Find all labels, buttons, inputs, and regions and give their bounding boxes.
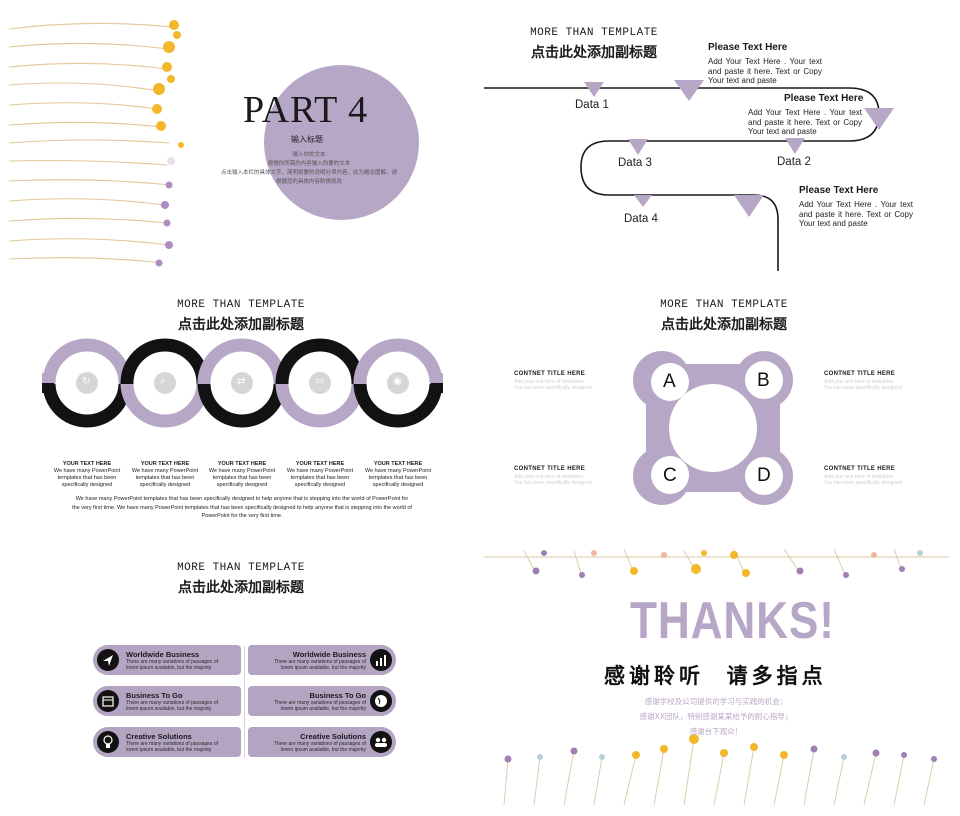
heading-cn: 点击此处添加副标题 <box>531 45 657 61</box>
heading-cn: 点击此处添加副标题 <box>178 317 304 333</box>
monitor-icon: ▭ <box>315 376 325 387</box>
placeholder-title-2: Please Text Here <box>784 93 864 104</box>
footer-text: We have many PowerPoint templates that h… <box>72 496 412 519</box>
content-sub-2a: Add your text here of templates <box>824 379 894 385</box>
purple-circle <box>264 65 419 220</box>
letter-a: A <box>663 371 676 392</box>
business-card-3[interactable]: Business To Go There are many variations… <box>93 686 241 716</box>
content-sub-3b: You has been specifically designed <box>514 480 592 486</box>
card-title: Business To Go <box>309 691 366 700</box>
column-text-1: We have many PowerPoint templates that h… <box>53 468 121 488</box>
column-text-3: We have many PowerPoint templates that h… <box>208 468 276 488</box>
calendar-icon <box>97 690 119 712</box>
card-text: There are many variations of passages of… <box>274 659 366 671</box>
card-text: There are many variations of passages of… <box>274 700 366 712</box>
thanks-subtitle: 感谢聆听 请多指点 <box>604 664 827 688</box>
part-line-4: 根据您的具体内容酌情修改 <box>275 179 342 185</box>
placeholder-body-2: Add Your Text Here . Your text and paste… <box>748 108 862 136</box>
column-text-5: We have many PowerPoint templates that h… <box>364 468 432 488</box>
card-text: There are many variations of passages of… <box>126 700 218 712</box>
thanks-title: THANKS! <box>630 592 835 650</box>
part-line-1: 输入你的文本 <box>292 152 326 158</box>
column-text-2: We have many PowerPoint templates that h… <box>131 468 199 488</box>
heading-en: MORE THAN TEMPLATE <box>530 27 658 39</box>
placeholder-title-3: Please Text Here <box>799 185 879 196</box>
slide-business[interactable]: MORE THAN TEMPLATE 点击此处添加副标题 Worldwide B… <box>9 543 474 805</box>
business-card-2[interactable]: Worldwide Business There are many variat… <box>248 645 396 675</box>
card-title: Creative Solutions <box>300 732 366 741</box>
thanks-line-2: 感谢XX团队，特别感谢某某给予的耐心指导； <box>639 712 793 721</box>
content-title-4: CONTNET TITLE HERE <box>824 466 896 472</box>
placeholder-title-1: Please Text Here <box>708 42 788 53</box>
slide-thanks[interactable]: THANKS! 感谢聆听 请多指点 感谢学校及公司提供的学习与实践的机会； 感谢… <box>484 543 949 805</box>
content-sub-4b: You has been specifically designed <box>824 480 902 486</box>
card-text: There are many variations of passages of… <box>126 741 218 753</box>
card-text: There are many variations of passages of… <box>126 659 218 671</box>
card-title: Worldwide Business <box>126 650 200 659</box>
column-title-2: YOUR TEXT HERE <box>140 461 190 467</box>
data-label-1: Data 1 <box>575 99 609 111</box>
content-title-3: CONTNET TITLE HERE <box>514 466 586 472</box>
thanks-line-3: 感谢台下观众！ <box>689 727 743 736</box>
heading-en: MORE THAN TEMPLATE <box>660 299 788 311</box>
center-divider <box>244 646 245 758</box>
column-text-4: We have many PowerPoint templates that h… <box>286 468 354 488</box>
slide-rings[interactable]: MORE THAN TEMPLATE 点击此处添加副标题 ↻ <box>9 276 474 538</box>
content-sub-1a: Add your text here of templates <box>514 379 584 385</box>
content-sub-1b: You has been specifically designed <box>514 385 592 391</box>
part-line-2: 根据你所需的内容输入你要的文本 <box>267 161 351 167</box>
part-subtitle: 输入标题 <box>291 135 323 144</box>
flower-decoration <box>484 548 949 805</box>
content-title-2: CONTNET TITLE HERE <box>824 371 896 377</box>
letter-d: D <box>757 465 771 486</box>
content-sub-4a: Add your text here of templates <box>824 474 894 480</box>
column-title-4: YOUR TEXT HERE <box>295 461 345 467</box>
heading-cn: 点击此处添加副标题 <box>178 580 304 596</box>
content-title-1: CONTNET TITLE HERE <box>514 371 586 377</box>
card-title: Business To Go <box>126 691 183 700</box>
timeline-path <box>484 80 894 271</box>
repeat-icon: ⇄ <box>237 376 246 387</box>
search-icon: ⌕ <box>160 376 166 387</box>
letter-b: B <box>757 370 770 391</box>
column-title-3: YOUR TEXT HERE <box>217 461 267 467</box>
abcd-shape <box>633 351 793 505</box>
data-label-4: Data 4 <box>624 213 658 225</box>
part-title: PART 4 <box>243 89 369 131</box>
globe-icon <box>370 690 392 712</box>
slide-timeline[interactable]: MORE THAN TEMPLATE 点击此处添加副标题 Data 1 Data… <box>484 9 949 271</box>
slide-abcd[interactable]: MORE THAN TEMPLATE 点击此处添加副标题 A B C D CON… <box>484 276 949 538</box>
business-card-5[interactable]: Creative Solutions There are many variat… <box>93 727 241 757</box>
team-icon <box>370 731 392 753</box>
business-card-6[interactable]: Creative Solutions There are many variat… <box>248 727 396 757</box>
business-card-4[interactable]: Business To Go There are many variations… <box>248 686 396 716</box>
column-title-5: YOUR TEXT HERE <box>373 461 423 467</box>
ring-chain <box>42 338 443 428</box>
card-text: There are many variations of passages of… <box>274 741 366 753</box>
thanks-line-1: 感谢学校及公司提供的学习与实践的机会； <box>644 697 788 706</box>
placeholder-body-3: Add Your Text Here . Your text and paste… <box>799 200 913 228</box>
data-label-2: Data 2 <box>777 156 811 168</box>
refresh-icon: ↻ <box>82 376 91 387</box>
camera-icon: ◉ <box>393 376 402 387</box>
data-label-3: Data 3 <box>618 157 652 169</box>
flower-decoration-left <box>9 20 184 267</box>
content-sub-2b: You has been specifically designed <box>824 385 902 391</box>
content-sub-3a: Add your text here of templates <box>514 474 584 480</box>
part-line-3: 点击输入本栏的具体文字，简明扼要的说明分项内容，此为概念图解，请 <box>220 170 397 176</box>
send-icon <box>97 649 119 671</box>
business-card-1[interactable]: Worldwide Business There are many variat… <box>93 645 241 675</box>
heading-en: MORE THAN TEMPLATE <box>177 562 305 574</box>
bar-chart-icon <box>370 649 392 671</box>
lightbulb-icon <box>97 731 119 753</box>
heading-en: MORE THAN TEMPLATE <box>177 299 305 311</box>
column-title-1: YOUR TEXT HERE <box>62 461 112 467</box>
card-title: Worldwide Business <box>292 650 366 659</box>
heading-cn: 点击此处添加副标题 <box>661 317 787 333</box>
placeholder-body-1: Add Your Text Here . Your text and paste… <box>708 57 822 85</box>
letter-c: C <box>663 465 677 486</box>
card-title: Creative Solutions <box>126 732 192 741</box>
slide-part4[interactable]: PART 4 输入标题 输入你的文本 根据你所需的内容输入你要的文本 点击输入本… <box>9 9 474 271</box>
